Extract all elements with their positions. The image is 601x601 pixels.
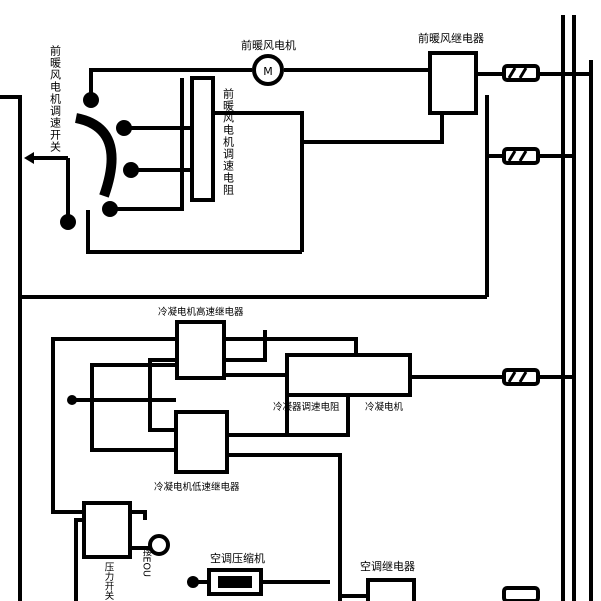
ac-relay-box [366, 578, 416, 601]
label-front-blower-speed-resistor: 前暖风电机调速电阻 [222, 87, 235, 196]
wire-switch-top [89, 68, 252, 100]
wire-hr-bottom [148, 358, 176, 432]
label-front-blower-speed-switch: 前暖风电机调速开关 [49, 44, 62, 153]
label-front-blower-motor: 前暖风电机 [241, 38, 296, 52]
switch-contact-3 [123, 162, 139, 178]
wire-hr-right [224, 337, 358, 355]
condenser-low-relay-box [174, 410, 229, 474]
label-ac-relay: 空调继电器 [360, 559, 415, 573]
wire-left-trunk [0, 95, 22, 601]
label-condenser-low-relay: 冷凝电机低速继电器 [154, 481, 240, 493]
switch-arc [74, 113, 117, 198]
compressor-core [218, 576, 252, 588]
front-blower-motor: M [252, 54, 284, 86]
fuse-1 [502, 64, 540, 82]
motor-symbol: M [263, 65, 273, 78]
bus-bars [561, 15, 593, 601]
switch-contact-1 [83, 92, 99, 108]
label-front-blower-relay: 前暖风继电器 [418, 31, 484, 45]
label-ac-compressor: 空调压缩机 [210, 551, 265, 565]
compressor-terminal [187, 576, 199, 588]
wire-cond-res-down [285, 392, 350, 437]
label-condenser-speed-resistor: 冷凝器调速电阻 [273, 401, 340, 413]
label-condenser-motor: 冷凝电机 [365, 401, 404, 413]
condenser-high-relay-box [175, 320, 226, 380]
ac-compressor [187, 568, 263, 596]
label-pressure-switch: 压力开关 [103, 562, 115, 601]
wire-pressure-left [74, 518, 84, 601]
wire-hr-left [51, 337, 177, 514]
wire-relay-coil [300, 113, 444, 144]
wire-lr-left [90, 363, 177, 452]
wire-resistor-to-relay [213, 111, 304, 252]
pressure-switch-box [82, 501, 132, 559]
condenser-resistor-motor-box [285, 353, 412, 397]
wire-hr-r2 [224, 330, 267, 362]
fuse-4 [502, 586, 540, 601]
wire-pressure-top [130, 510, 147, 520]
wire-lr-down [227, 453, 342, 601]
label-condenser-high-relay: 冷凝电机高速继电器 [158, 306, 244, 318]
fuse-3 [502, 368, 540, 386]
label-terminal: 接EOU [141, 546, 153, 577]
wire-tap-3 [110, 78, 184, 211]
switch-contact-4 [102, 201, 118, 217]
front-blower-relay-box [428, 51, 478, 115]
motor-icon [252, 54, 284, 86]
switch-arrow-icon [24, 152, 34, 164]
junction-dot [67, 395, 77, 405]
fuses [502, 64, 540, 601]
fuse-2 [502, 147, 540, 165]
switch-contact-5 [60, 214, 76, 230]
labels: 前暖风电机 前暖风继电器 前暖风电机调速开关 前暖风电机调速电阻 冷凝电机高速继… [49, 31, 485, 601]
wire-ground-loop [86, 210, 302, 254]
front-blower-speed-resistor-box [190, 76, 215, 202]
wires [0, 68, 591, 601]
switch-contact-2 [116, 120, 132, 136]
front-blower-speed-switch [24, 92, 139, 230]
terminal-icon [148, 534, 170, 556]
